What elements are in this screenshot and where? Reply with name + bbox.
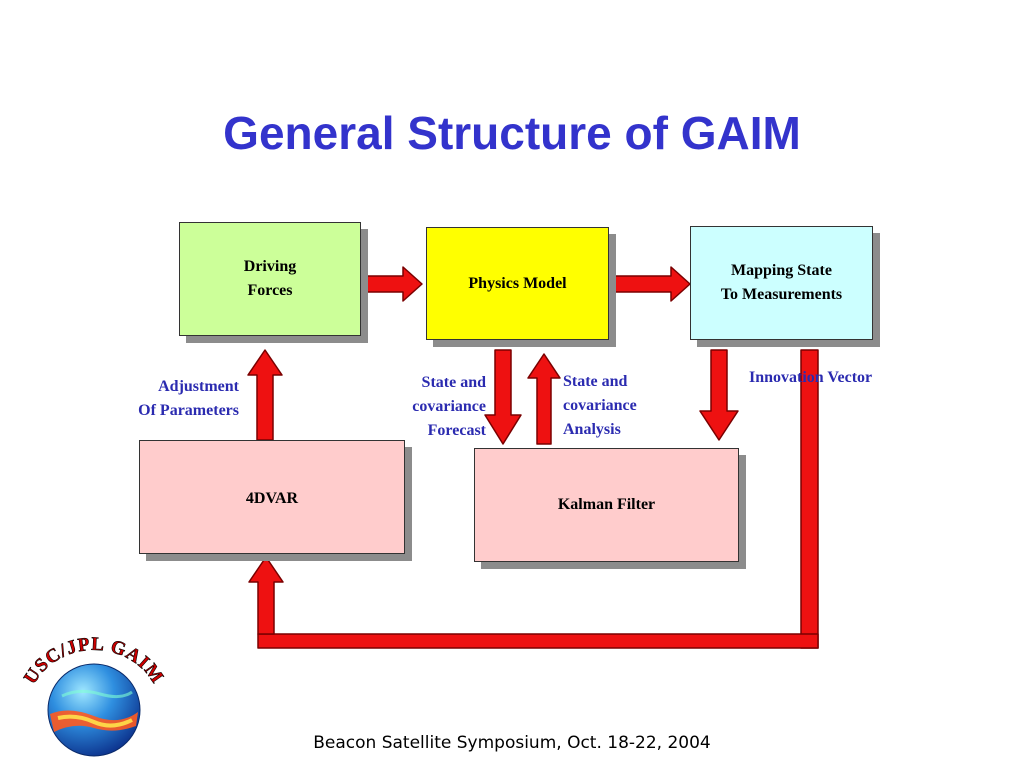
footer: Beacon Satellite Symposium, Oct. 18-22, … [313, 733, 711, 753]
physics-model-box: Physics Model [426, 227, 609, 340]
kalman-filter-box: Kalman Filter [474, 448, 739, 562]
adjustment-label: Adjustment Of Parameters [138, 378, 239, 419]
innovation-vector-label: Innovation Vector [749, 369, 873, 386]
driving-forces-box: Driving Forces [179, 222, 361, 336]
globe-icon [47, 663, 141, 757]
arrow-analysis-up [527, 353, 561, 445]
innovation-vertical-bar [800, 349, 819, 649]
forecast-label: State and covariance Forecast [412, 374, 486, 439]
mapping-state-box: Mapping State To Measurements [690, 226, 873, 340]
slide-title: General Structure of GAIM [223, 107, 801, 159]
arrow-feedback-to-4dvar [248, 556, 284, 635]
arrow-mapping-down [699, 349, 739, 441]
arrow-4dvar-to-driving [247, 349, 283, 441]
arrow-driving-to-physics [364, 266, 423, 302]
analysis-label: State and covariance Analysis [563, 373, 637, 438]
feedback-horizontal-bar [257, 633, 819, 649]
usc-jpl-gaim-logo: USC/JPL GAIM [20, 636, 167, 757]
arrow-forecast-down [484, 349, 522, 445]
4dvar-box: 4DVAR [139, 440, 405, 554]
arrow-physics-to-mapping [610, 266, 691, 302]
